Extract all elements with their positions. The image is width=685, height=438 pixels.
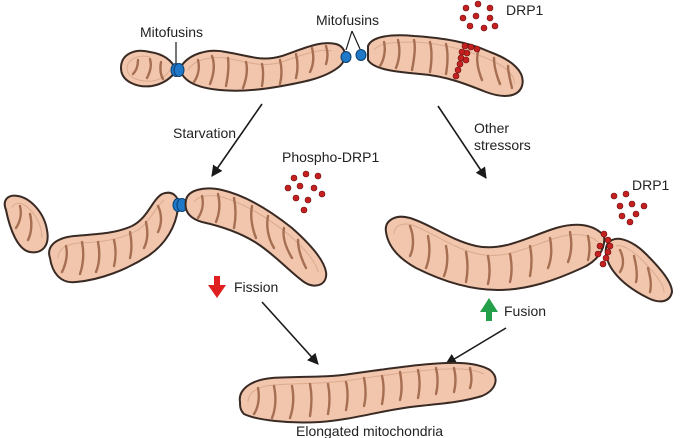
- label-mitofusins-left: Mitofusins: [140, 24, 203, 40]
- phospho-drp1-cluster: [284, 170, 326, 214]
- mito-mid-left-long: [48, 191, 180, 284]
- down-arrow-icon: [208, 276, 226, 298]
- drp1-cluster-right: [610, 190, 648, 226]
- mito-top-right: [367, 34, 524, 97]
- mitofusin-dot: [355, 49, 367, 61]
- label-fusion: Fusion: [504, 303, 546, 319]
- drp1-ring-top: [452, 42, 481, 80]
- arrow-starvation: [211, 103, 263, 177]
- mito-elongated: [238, 361, 497, 424]
- label-other-stressors-line2: stressors: [474, 137, 531, 153]
- mito-mid-left-small: [3, 194, 49, 254]
- mitofusin-dot: [340, 51, 352, 63]
- mito-top-left-small: [119, 49, 178, 88]
- mitofusin-dot: [173, 63, 185, 77]
- arrow-other-stressors: [437, 105, 487, 179]
- mito-mid-right-small: [604, 237, 674, 303]
- drp1-cluster-top: [459, 0, 499, 32]
- drp1-ring-right: [594, 230, 614, 268]
- up-arrow-icon: [480, 298, 498, 321]
- label-fission: Fission: [234, 279, 278, 295]
- mito-mid-center: [184, 187, 328, 287]
- label-elongated-mitochondria: Elongated mitochondria: [296, 423, 443, 438]
- label-phospho-drp1: Phospho-DRP1: [282, 149, 379, 165]
- arrow-fission-to-elongated: [261, 301, 319, 365]
- mito-top-left-long: [178, 42, 346, 92]
- arrow-fusion-to-elongated: [445, 327, 507, 365]
- label-drp1-top: DRP1: [506, 2, 544, 18]
- label-drp1-right: DRP1: [632, 177, 670, 193]
- label-mitofusins-right: Mitofusins: [316, 12, 379, 28]
- label-other-stressors-line1: Other: [474, 120, 509, 136]
- label-starvation: Starvation: [173, 125, 236, 141]
- mito-mid-right-long: [384, 215, 606, 292]
